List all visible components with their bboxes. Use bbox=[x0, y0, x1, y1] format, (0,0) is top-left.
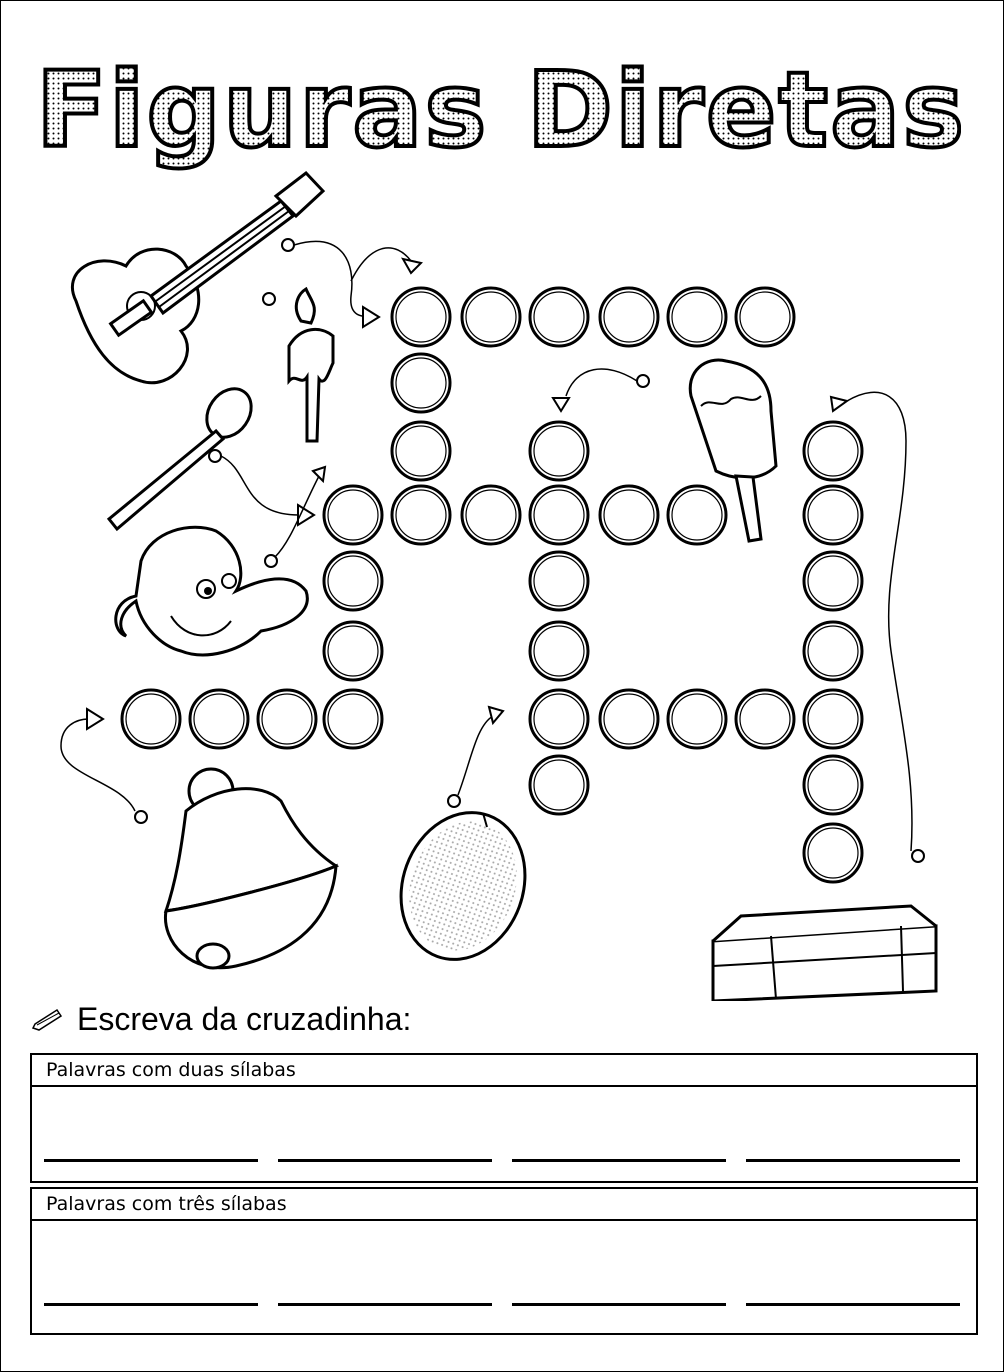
crossword-cell[interactable] bbox=[600, 690, 658, 748]
crossword-cell[interactable] bbox=[530, 288, 588, 346]
crossword-cell[interactable] bbox=[324, 690, 382, 748]
crossword-cell[interactable] bbox=[804, 824, 862, 882]
crossword-cell[interactable] bbox=[392, 422, 450, 480]
crossword-cell[interactable] bbox=[530, 690, 588, 748]
crossword-cell[interactable] bbox=[736, 690, 794, 748]
answer-line[interactable] bbox=[278, 1159, 492, 1162]
crossword-cell[interactable] bbox=[804, 756, 862, 814]
crossword-cell[interactable] bbox=[392, 486, 450, 544]
two-syllable-label: Palavras com duas sílabas bbox=[32, 1055, 976, 1087]
candle-icon bbox=[289, 289, 333, 441]
answer-line[interactable] bbox=[746, 1303, 960, 1306]
crossword-cell[interactable] bbox=[324, 622, 382, 680]
answer-line[interactable] bbox=[512, 1303, 726, 1306]
crossword-cell[interactable] bbox=[600, 486, 658, 544]
crossword-cell[interactable] bbox=[804, 552, 862, 610]
pencil-icon bbox=[31, 1008, 65, 1032]
three-syllable-section: Palavras com três sílabas bbox=[30, 1187, 978, 1335]
crossword-cell[interactable] bbox=[462, 486, 520, 544]
bell-icon bbox=[165, 769, 336, 968]
crossword-cell[interactable] bbox=[530, 422, 588, 480]
crossword-cell[interactable] bbox=[530, 756, 588, 814]
two-syllable-section: Palavras com duas sílabas bbox=[30, 1053, 978, 1183]
crossword-cell[interactable] bbox=[804, 690, 862, 748]
three-syllable-answer-lines[interactable] bbox=[32, 1221, 976, 1365]
three-syllable-label: Palavras com três sílabas bbox=[32, 1189, 976, 1221]
orange-icon bbox=[381, 795, 545, 977]
crossword-cell[interactable] bbox=[122, 690, 180, 748]
spoon-icon bbox=[109, 380, 260, 529]
crossword-cell[interactable] bbox=[530, 552, 588, 610]
boy-face-icon bbox=[116, 527, 308, 655]
answer-line[interactable] bbox=[44, 1303, 258, 1306]
crossword-cell[interactable] bbox=[462, 288, 520, 346]
crossword-illustration bbox=[1, 1, 1003, 1001]
crossword-cell[interactable] bbox=[600, 288, 658, 346]
crossword-cell[interactable] bbox=[530, 622, 588, 680]
instruction-line: Escreva da cruzadinha: bbox=[31, 1001, 411, 1038]
crossword-cell[interactable] bbox=[392, 354, 450, 412]
crossword-cell[interactable] bbox=[530, 486, 588, 544]
crossword-cell[interactable] bbox=[668, 690, 726, 748]
instruction-text: Escreva da cruzadinha: bbox=[77, 1001, 411, 1038]
crossword-cell[interactable] bbox=[258, 690, 316, 748]
crossword-cell[interactable] bbox=[804, 422, 862, 480]
crossword-cell[interactable] bbox=[736, 288, 794, 346]
crate-icon bbox=[713, 906, 936, 1001]
answer-line[interactable] bbox=[278, 1303, 492, 1306]
answer-line[interactable] bbox=[746, 1159, 960, 1162]
guitar-icon bbox=[72, 173, 323, 383]
answer-line[interactable] bbox=[44, 1159, 258, 1162]
answer-line[interactable] bbox=[512, 1159, 726, 1162]
crossword-cell[interactable] bbox=[324, 486, 382, 544]
crossword-cell[interactable] bbox=[804, 622, 862, 680]
crossword-cell[interactable] bbox=[324, 552, 382, 610]
crossword-cell[interactable] bbox=[668, 486, 726, 544]
crossword-cell[interactable] bbox=[804, 486, 862, 544]
crossword-cell[interactable] bbox=[392, 288, 450, 346]
crossword-cell[interactable] bbox=[190, 690, 248, 748]
crossword-cell[interactable] bbox=[668, 288, 726, 346]
